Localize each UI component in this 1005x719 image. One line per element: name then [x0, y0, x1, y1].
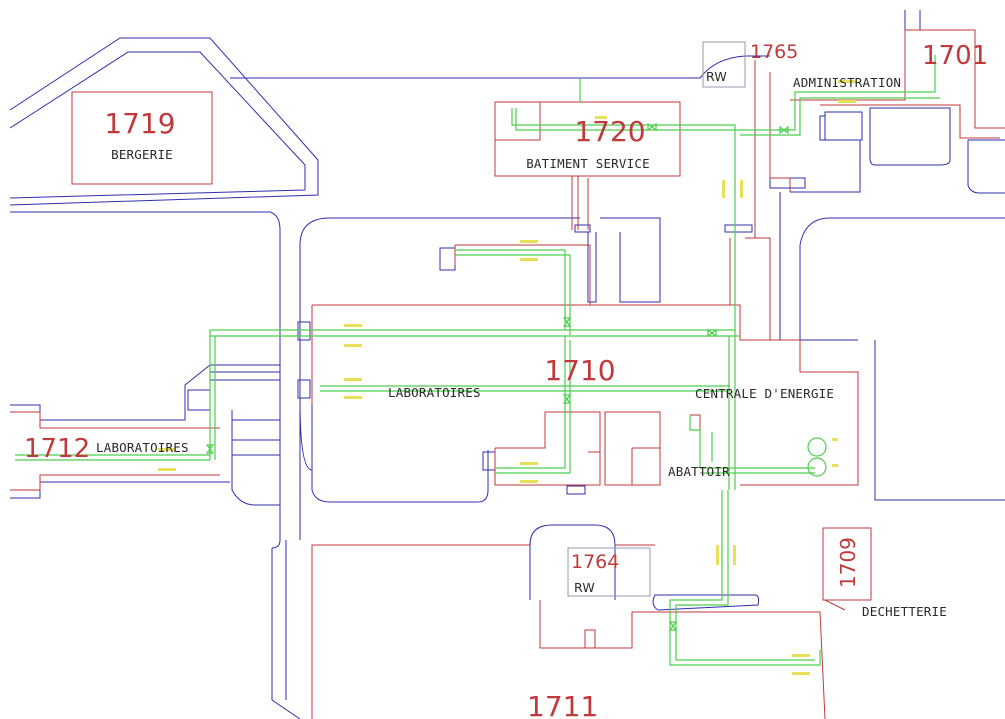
road-network: [9, 10, 1005, 719]
building-1701-name: ADMINISTRATION: [793, 75, 901, 90]
building-1720-name: BATIMENT SERVICE: [526, 156, 650, 171]
pipe-network: [15, 55, 940, 666]
building-1710-name: LABORATOIRES: [388, 385, 481, 400]
valve-symbols: [205, 122, 789, 631]
building-1719-number: 1719: [104, 107, 175, 140]
building-1765-name: RW: [706, 69, 727, 84]
centrale-energie-label: CENTRALE D'ENERGIE: [695, 386, 834, 401]
building-1764-number: 1764: [571, 551, 619, 573]
building-labels: 1719 BERGERIE 1720 BATIMENT SERVICE 1765…: [24, 41, 988, 719]
rw-boxes: [567, 41, 746, 597]
pipe-annotations: [158, 80, 856, 675]
building-1701-number: 1701: [922, 41, 988, 71]
building-1709-number: 1709: [836, 537, 860, 588]
building-1719-name: BERGERIE: [111, 147, 173, 162]
building-1712-number: 1712: [24, 434, 90, 464]
building-1765-number: 1765: [750, 41, 798, 63]
building-1712-name: LABORATOIRES: [96, 440, 189, 455]
building-outlines: [10, 29, 1005, 719]
building-1710-number: 1710: [544, 354, 615, 387]
building-1720-number: 1720: [574, 115, 645, 148]
building-1709-name: DECHETTERIE: [862, 604, 947, 619]
building-1711-number: 1711: [527, 690, 598, 719]
abattoir-label: ABATTOIR: [668, 464, 730, 479]
building-1764-name: RW: [574, 580, 595, 595]
